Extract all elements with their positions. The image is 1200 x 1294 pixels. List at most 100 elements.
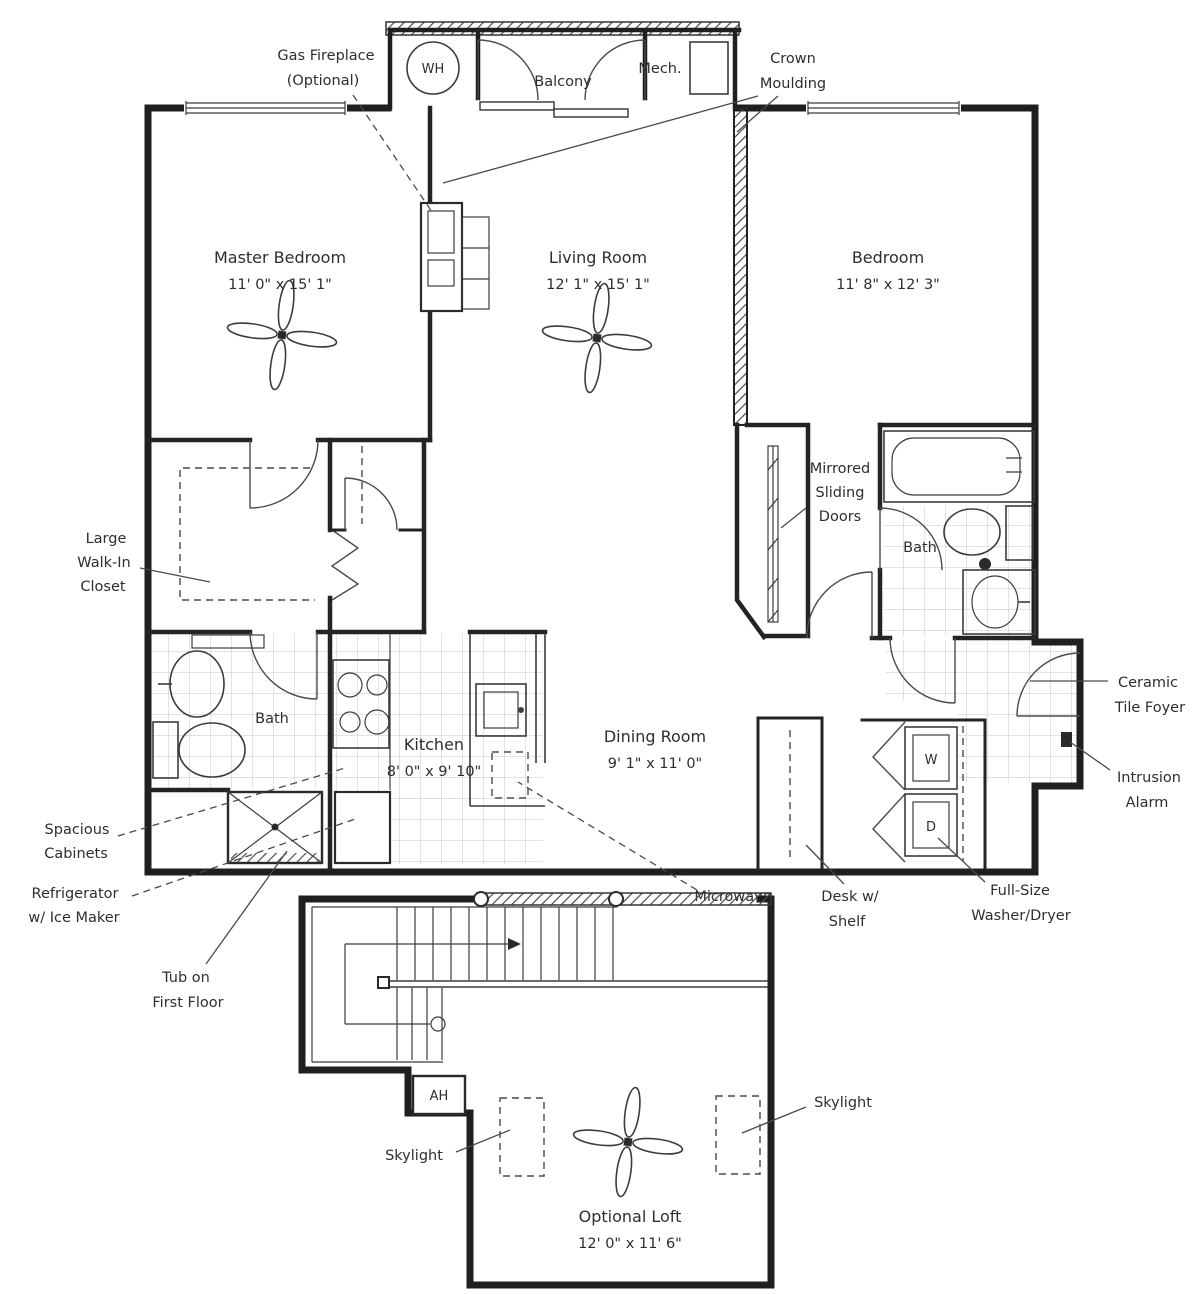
bedroom-closet (734, 422, 811, 641)
bedroom-dims: 11' 8" x 12' 3" (836, 277, 940, 293)
svg-text:Alarm: Alarm (1126, 795, 1169, 811)
demising-wall (733, 107, 748, 426)
kitchen-sink (475, 683, 527, 737)
bath1: Bath (145, 629, 333, 871)
svg-text:Gas Fireplace: Gas Fireplace (277, 48, 374, 64)
desk-nook (756, 716, 824, 870)
bath2-tile-floor (884, 506, 1033, 636)
gas-fireplace-note: Gas Fireplace (Optional) (277, 48, 433, 213)
water-heater-label: WH (422, 62, 445, 77)
svg-text:Walk-In: Walk-In (77, 555, 130, 571)
svg-text:Ceramic: Ceramic (1118, 675, 1178, 691)
skylight-right-note: Skylight (741, 1095, 872, 1134)
staircase (311, 906, 768, 1063)
dining-room-label: Dining Room (604, 727, 706, 746)
bath2-toilet-tank (1005, 505, 1034, 561)
svg-text:w/ Ice Maker: w/ Ice Maker (28, 910, 119, 926)
intrusion-alarm-keypad (1061, 732, 1072, 747)
ceiling-fan-loft (572, 1086, 684, 1198)
refrigerator-note: Refrigerator w/ Ice Maker (28, 817, 359, 926)
laundry-closet: W D (860, 718, 987, 870)
washer-box (904, 726, 958, 790)
dryer-label: D (926, 820, 936, 835)
kitchen-dims: 8' 0" x 9' 10" (387, 764, 481, 780)
svg-text:Skylight: Skylight (385, 1148, 443, 1164)
kitchen: Kitchen 8' 0" x 9' 10" (332, 634, 546, 807)
svg-text:Full-Size: Full-Size (990, 883, 1050, 899)
svg-text:Crown: Crown (770, 51, 816, 67)
crown-moulding-note: Crown Moulding (442, 51, 826, 184)
air-handler-box (411, 1074, 467, 1116)
bedroom-door (806, 571, 873, 639)
svg-text:Intrusion: Intrusion (1117, 770, 1181, 786)
bath1-toilet-bowl (178, 722, 246, 778)
svg-text:Spacious: Spacious (45, 822, 110, 838)
skylight-left-note: Skylight (385, 1129, 511, 1164)
walk-in-closet-note: Large Walk-In Closet (77, 531, 211, 595)
microwave-box (491, 751, 529, 799)
walk-in-closet (179, 437, 427, 635)
ceramic-foyer-note: Ceramic Tile Foyer (1030, 675, 1185, 716)
newel-post (473, 891, 489, 907)
svg-text:Moulding: Moulding (760, 76, 826, 92)
balcony: WH Balcony Mech. (385, 21, 742, 118)
bath2-label: Bath (903, 540, 937, 556)
medicine-cabinet (191, 634, 265, 649)
bath2-toilet-bowl (943, 508, 1001, 556)
bath1-toilet-tank (152, 721, 179, 779)
svg-text:Refrigerator: Refrigerator (32, 886, 119, 902)
master-bedroom-dims: 11' 0" x 15' 1" (228, 277, 332, 293)
svg-text:Closet: Closet (80, 579, 125, 595)
balcony-slider-panel (479, 101, 555, 111)
svg-text:Large: Large (86, 531, 127, 547)
mirrored-doors-note: Mirrored Sliding Doors (780, 461, 871, 529)
bath2-vanity (962, 569, 1036, 635)
intrusion-alarm-note: Intrusion Alarm (1069, 741, 1181, 811)
tub-first-floor-note: Tub on First Floor (152, 850, 288, 1011)
svg-text:Doors: Doors (819, 509, 861, 525)
first-floor-tub (226, 790, 324, 865)
microwave-note: Microwave (517, 781, 772, 905)
balcony-label: Balcony (534, 74, 592, 90)
skylight-right-box (715, 1095, 761, 1175)
optional-loft: AH Optional Loft 12' 0" x 11' 6" Skyligh… (298, 891, 872, 1289)
bath2: Bath (877, 422, 1036, 641)
svg-text:Shelf: Shelf (829, 914, 866, 930)
newel-post (377, 976, 390, 989)
loft-dims: 12' 0" x 11' 6" (578, 1236, 682, 1252)
foyer (1016, 652, 1081, 747)
ceiling-fan-living (541, 282, 653, 394)
svg-text:First Floor: First Floor (152, 995, 223, 1011)
mech-equipment (689, 41, 729, 95)
dryer-box (904, 793, 958, 857)
newel-post (608, 891, 624, 907)
balcony-slider-panel (553, 108, 629, 118)
svg-text:Cabinets: Cabinets (44, 846, 108, 862)
washer-dryer-note: Full-Size Washer/Dryer (937, 837, 1071, 924)
bath2-tub (883, 430, 1035, 503)
dining-room-dims: 9' 1" x 11' 0" (608, 756, 702, 772)
mech-label: Mech. (638, 61, 681, 77)
living-room-label: Living Room (549, 248, 647, 267)
spacious-cabinets-note: Spacious Cabinets (44, 767, 346, 862)
svg-text:Skylight: Skylight (814, 1095, 872, 1111)
svg-text:Washer/Dryer: Washer/Dryer (971, 908, 1070, 924)
svg-text:Tub on: Tub on (161, 970, 210, 986)
living-room-dims: 12' 1" x 15' 1" (546, 277, 650, 293)
entry-door (1016, 652, 1081, 717)
svg-text:Tile Foyer: Tile Foyer (1114, 700, 1185, 716)
bath1-label: Bath (255, 711, 289, 727)
ceiling-fan-master (226, 279, 338, 391)
stair-direction-arrow (508, 938, 521, 950)
exterior-walls (144, 104, 1084, 876)
cooktop (332, 659, 390, 749)
loft-label: Optional Loft (579, 1207, 682, 1226)
svg-text:Mirrored: Mirrored (810, 461, 871, 477)
bifold-closet-door (330, 529, 360, 601)
svg-text:Sliding: Sliding (816, 485, 865, 501)
hall-bath-door (889, 637, 956, 704)
water-heater-icon (406, 41, 460, 95)
svg-text:(Optional): (Optional) (287, 73, 360, 89)
